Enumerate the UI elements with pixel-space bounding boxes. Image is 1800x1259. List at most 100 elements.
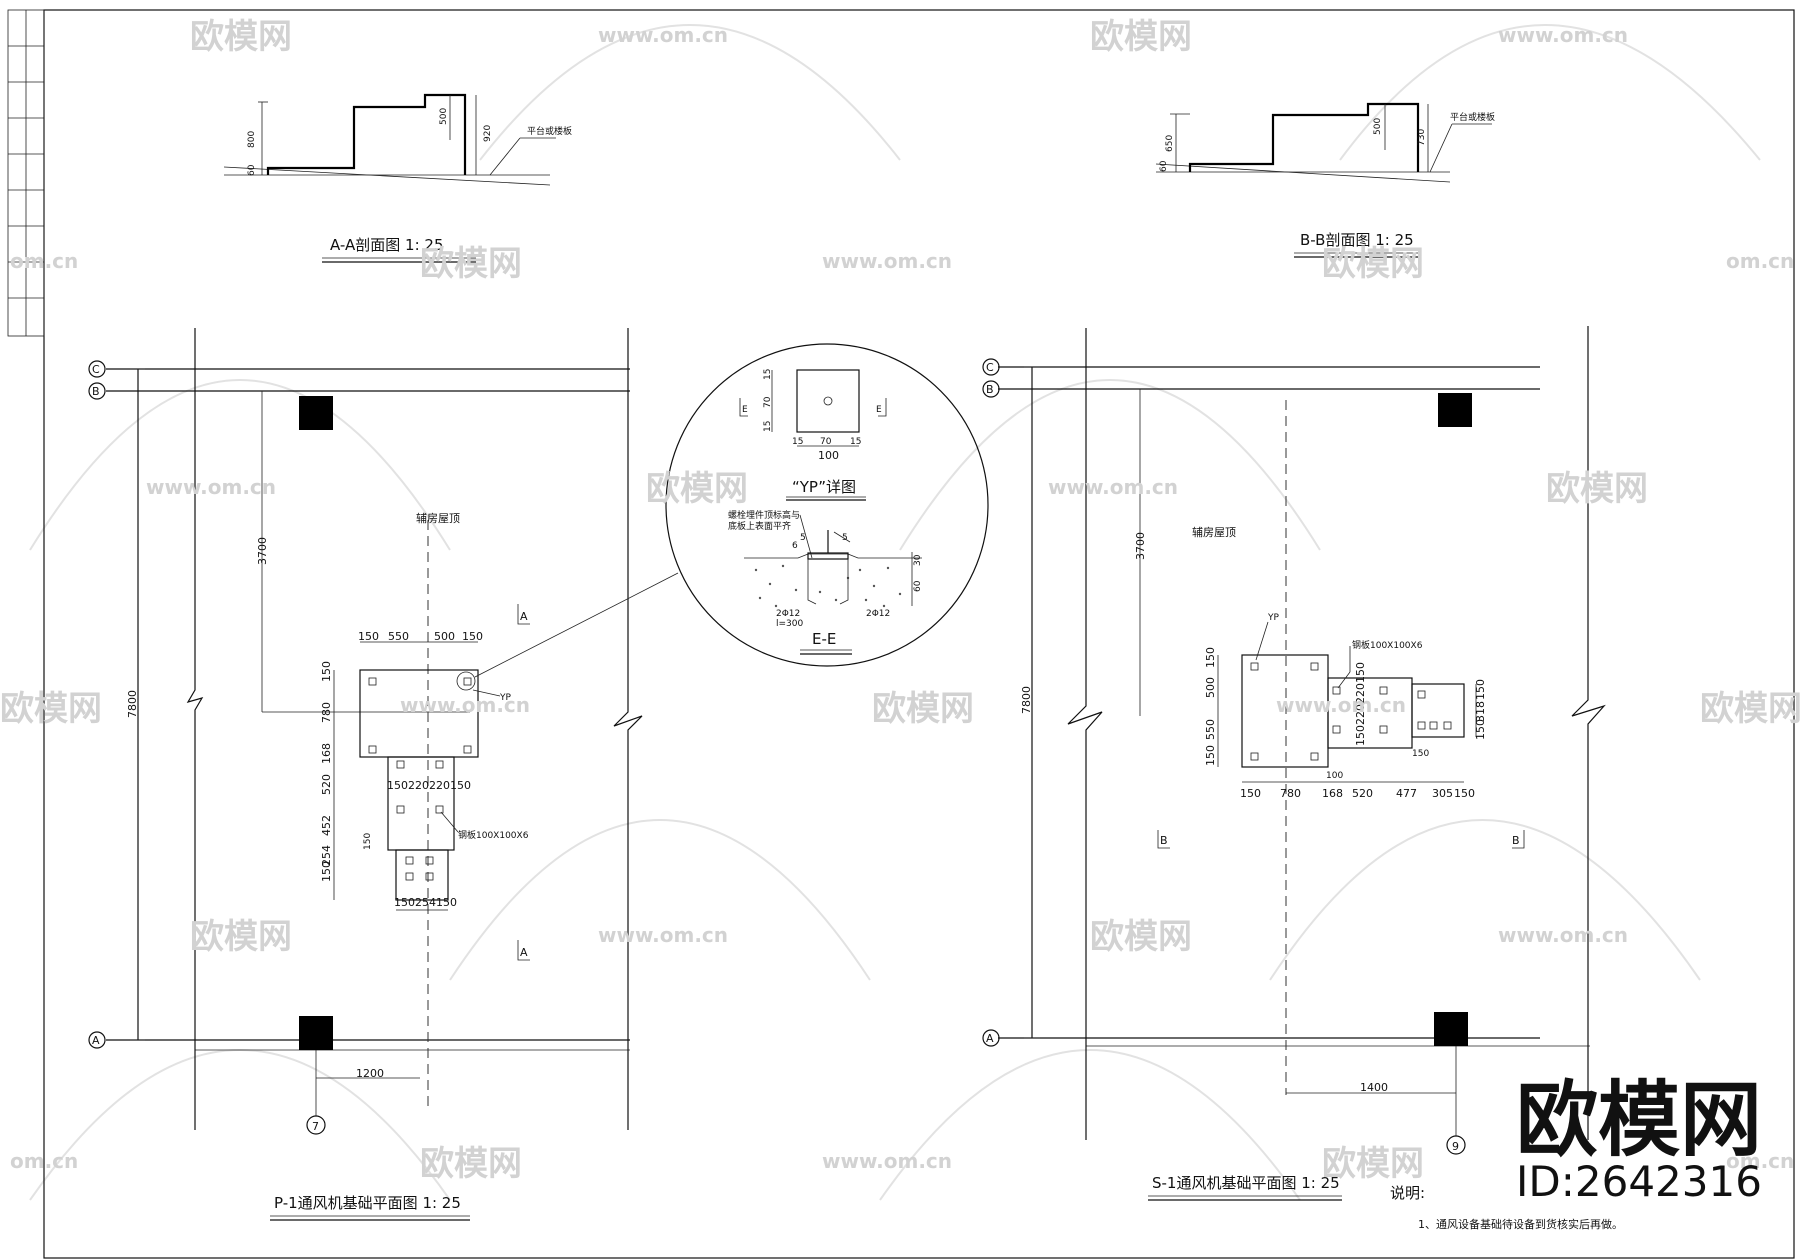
label-yp-p: YP bbox=[499, 693, 511, 703]
dim-p-bottom: 150254150 bbox=[394, 896, 457, 909]
watermark-arcs bbox=[29, 24, 1761, 1201]
dim-s-left-0: 150 bbox=[1204, 647, 1217, 668]
dim-p-150: 150 bbox=[363, 833, 373, 850]
wm-brand-7: 欧模网 bbox=[0, 689, 102, 729]
title-section-bb: B-B剖面图 1: 25 bbox=[1300, 231, 1414, 249]
dim-p-top-0: 150 bbox=[358, 630, 379, 643]
wm-brand-9: 欧模网 bbox=[1700, 689, 1800, 729]
detail-yp: 15 70 15 15 70 15 100 E E “YP”详图 螺栓埋件顶标高… bbox=[665, 343, 989, 667]
label-roof-p: 辅房屋顶 bbox=[416, 511, 460, 525]
wm-brand-8: 欧模网 bbox=[872, 689, 974, 729]
wm-url-6: www.om.cn bbox=[146, 475, 276, 499]
dim-s-left-2: 550 bbox=[1204, 719, 1217, 740]
wm-url-10: www.om.cn bbox=[598, 923, 728, 947]
cut-b-left: B bbox=[1160, 834, 1168, 847]
dim-ee-6: 6 bbox=[792, 541, 798, 551]
plan-p1: 1200 3700 7800 辅房屋顶 C B A 7 A A bbox=[88, 328, 679, 1221]
wm-url-14: om.cn bbox=[1726, 1149, 1794, 1173]
cut-e-right: E bbox=[876, 405, 882, 415]
label-plate-p: 钢板100X100X6 bbox=[458, 829, 529, 841]
dim-s-right-1: 318 bbox=[1474, 701, 1487, 722]
dim-s-bottom-2: 168 bbox=[1322, 787, 1343, 800]
dim-s-mid: 150220220150 bbox=[1354, 662, 1367, 746]
axis-c-s: C bbox=[986, 361, 994, 374]
dim-ee-60: 60 bbox=[913, 580, 923, 592]
dim-yp-70: 70 bbox=[763, 396, 773, 408]
label-roof-s: 辅房屋顶 bbox=[1192, 525, 1236, 539]
label-plate-s: 钢板100X100X6 bbox=[1352, 639, 1423, 651]
dim-p-top-1: 550 bbox=[388, 630, 409, 643]
wm-url-8: www.om.cn bbox=[400, 693, 530, 717]
dim-s-bottom-3: 520 bbox=[1352, 787, 1373, 800]
dim-s-bottom-4: 477 bbox=[1396, 787, 1417, 800]
wm-url-7: www.om.cn bbox=[1048, 475, 1178, 499]
cut-a-top: A bbox=[520, 610, 528, 623]
dim-yp-15c: 15 bbox=[792, 437, 803, 447]
notes: 说明: 1、通风设备基础待设备到货核实后再做。 bbox=[1390, 1184, 1623, 1231]
dim-p-left-2: 168 bbox=[320, 743, 333, 764]
dim-1400: 1400 bbox=[1360, 1081, 1388, 1094]
dim-s-bottom-5: 305 bbox=[1432, 787, 1453, 800]
wm-url-3: om.cn bbox=[10, 249, 78, 273]
axis-9: 9 bbox=[1452, 1140, 1459, 1153]
dim-yp-15d: 15 bbox=[850, 437, 861, 447]
dim-p-left-0: 150 bbox=[320, 661, 333, 682]
wm-brand-4: 欧模网 bbox=[1322, 244, 1424, 284]
dim-s-left-3: 150 bbox=[1204, 745, 1217, 766]
dim-bb-60: 60 bbox=[1159, 160, 1169, 172]
wm-brand-13: 欧模网 bbox=[1322, 1144, 1424, 1184]
dim-s-left-1: 500 bbox=[1204, 677, 1217, 698]
brand-large: 欧模网 bbox=[1516, 1073, 1762, 1168]
wm-url-9: www.om.cn bbox=[1276, 693, 1406, 717]
label-rebar-1b: l=300 bbox=[776, 619, 803, 629]
dim-3700-s: 3700 bbox=[1134, 532, 1147, 560]
wm-url-5: om.cn bbox=[1726, 249, 1794, 273]
cut-e-left: E bbox=[742, 405, 748, 415]
wm-brand-10: 欧模网 bbox=[190, 917, 292, 957]
dim-p-top-2: 500 bbox=[434, 630, 455, 643]
dim-s-150: 150 bbox=[1412, 749, 1429, 759]
dim-7800-p: 7800 bbox=[126, 690, 139, 718]
wm-url-11: www.om.cn bbox=[1498, 923, 1628, 947]
wm-brand-3: 欧模网 bbox=[420, 244, 522, 284]
axis-c-p: C bbox=[92, 363, 100, 376]
dim-s-100: 100 bbox=[1326, 771, 1343, 781]
dim-p-left-5: 150 bbox=[320, 861, 333, 882]
section-bb: 650 60 500 730 平台或楼板 B-B剖面图 1: 25 bbox=[1155, 102, 1495, 258]
wm-brand-12: 欧模网 bbox=[420, 1144, 522, 1184]
dim-1200: 1200 bbox=[356, 1067, 384, 1080]
wm-brand-11: 欧模网 bbox=[1090, 917, 1192, 957]
dim-p-top-3: 150 bbox=[462, 630, 483, 643]
axis-a-p: A bbox=[92, 1034, 100, 1047]
dim-aa-500: 500 bbox=[439, 108, 449, 125]
dim-yp-15b: 15 bbox=[763, 421, 773, 432]
cut-a-bottom: A bbox=[520, 946, 528, 959]
label-rebar-2: 2Φ12 bbox=[866, 609, 890, 619]
wm-url-2: www.om.cn bbox=[1498, 23, 1628, 47]
wm-url-1: www.om.cn bbox=[598, 23, 728, 47]
ee-note-1: 螺栓埋件顶标高与 bbox=[728, 509, 800, 521]
dim-aa-60: 60 bbox=[247, 164, 257, 176]
axis-7: 7 bbox=[312, 1120, 319, 1133]
notes-item-1: 1、通风设备基础待设备到货核实后再做。 bbox=[1418, 1217, 1623, 1231]
title-ee-section: E-E bbox=[812, 630, 836, 648]
title-yp-detail: “YP”详图 bbox=[792, 478, 856, 496]
dim-s-right-0: 150 bbox=[1474, 679, 1487, 700]
label-platform-aa: 平台或楼板 bbox=[527, 125, 572, 137]
section-aa: 800 60 500 920 平台或楼板 A-A剖面图 1: 25 bbox=[223, 93, 572, 263]
dim-s-right-2: 150 bbox=[1474, 719, 1487, 740]
dim-yp-15a: 15 bbox=[763, 369, 773, 380]
dim-s-bottom-1: 780 bbox=[1280, 787, 1301, 800]
drawing-frame bbox=[7, 9, 1795, 1259]
title-plan-p1: P-1通风机基础平面图 1: 25 bbox=[274, 1194, 461, 1212]
dim-bb-730: 730 bbox=[1417, 129, 1427, 146]
wm-brand-6: 欧模网 bbox=[1546, 469, 1648, 509]
dim-7800-s: 7800 bbox=[1020, 686, 1033, 714]
brand-id: ID:2642316 bbox=[1516, 1157, 1762, 1206]
dim-ee-5a: 5 bbox=[842, 533, 848, 543]
brand-block: 欧模网 ID:2642316 bbox=[1516, 1073, 1762, 1206]
dim-p-mid: 150220220150 bbox=[387, 779, 471, 792]
axis-a-s: A bbox=[986, 1032, 994, 1045]
dim-ee-30: 30 bbox=[913, 554, 923, 566]
